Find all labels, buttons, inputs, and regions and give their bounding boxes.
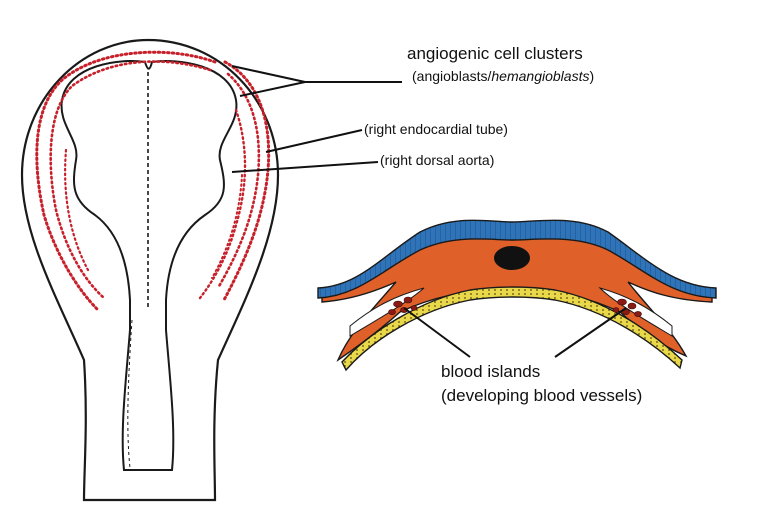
label-angiogenic-title: angiogenic cell clusters bbox=[407, 44, 583, 63]
label-angiogenic-sub-close: ) bbox=[589, 68, 595, 84]
leader-dorsal-aorta bbox=[231, 161, 379, 173]
tube-inner bbox=[127, 319, 133, 469]
leader-blood-island-right bbox=[554, 307, 627, 358]
leader-blood-island-left bbox=[403, 307, 471, 358]
label-dorsal-aorta: (right dorsal aorta) bbox=[380, 152, 495, 168]
label-blood-islands: blood islands bbox=[441, 362, 541, 381]
embryonic-disc bbox=[20, 38, 280, 502]
label-angiogenic-sub-open: (angioblasts/ bbox=[412, 68, 492, 84]
label-endocardial-tube: (right endocardial tube) bbox=[364, 121, 508, 137]
label-angiogenic-sub: (angioblasts/hemangioblasts) bbox=[412, 68, 594, 84]
leader-angiogenic-b bbox=[239, 81, 306, 97]
label-blood-islands-sub: (developing blood vessels) bbox=[441, 386, 643, 405]
notochord bbox=[494, 246, 530, 270]
ectoderm bbox=[317, 219, 717, 299]
leader-lines bbox=[231, 65, 627, 358]
label-angiogenic-sub-italic: hemangioblasts bbox=[491, 68, 590, 84]
neural-plate-outline bbox=[60, 60, 238, 471]
endoderm bbox=[341, 286, 683, 372]
blood-island-left bbox=[388, 296, 418, 315]
leader-angiogenic-a bbox=[231, 65, 306, 83]
blood-island-right bbox=[612, 298, 642, 317]
leader-endocardial bbox=[265, 129, 363, 153]
cross-section bbox=[317, 219, 717, 372]
